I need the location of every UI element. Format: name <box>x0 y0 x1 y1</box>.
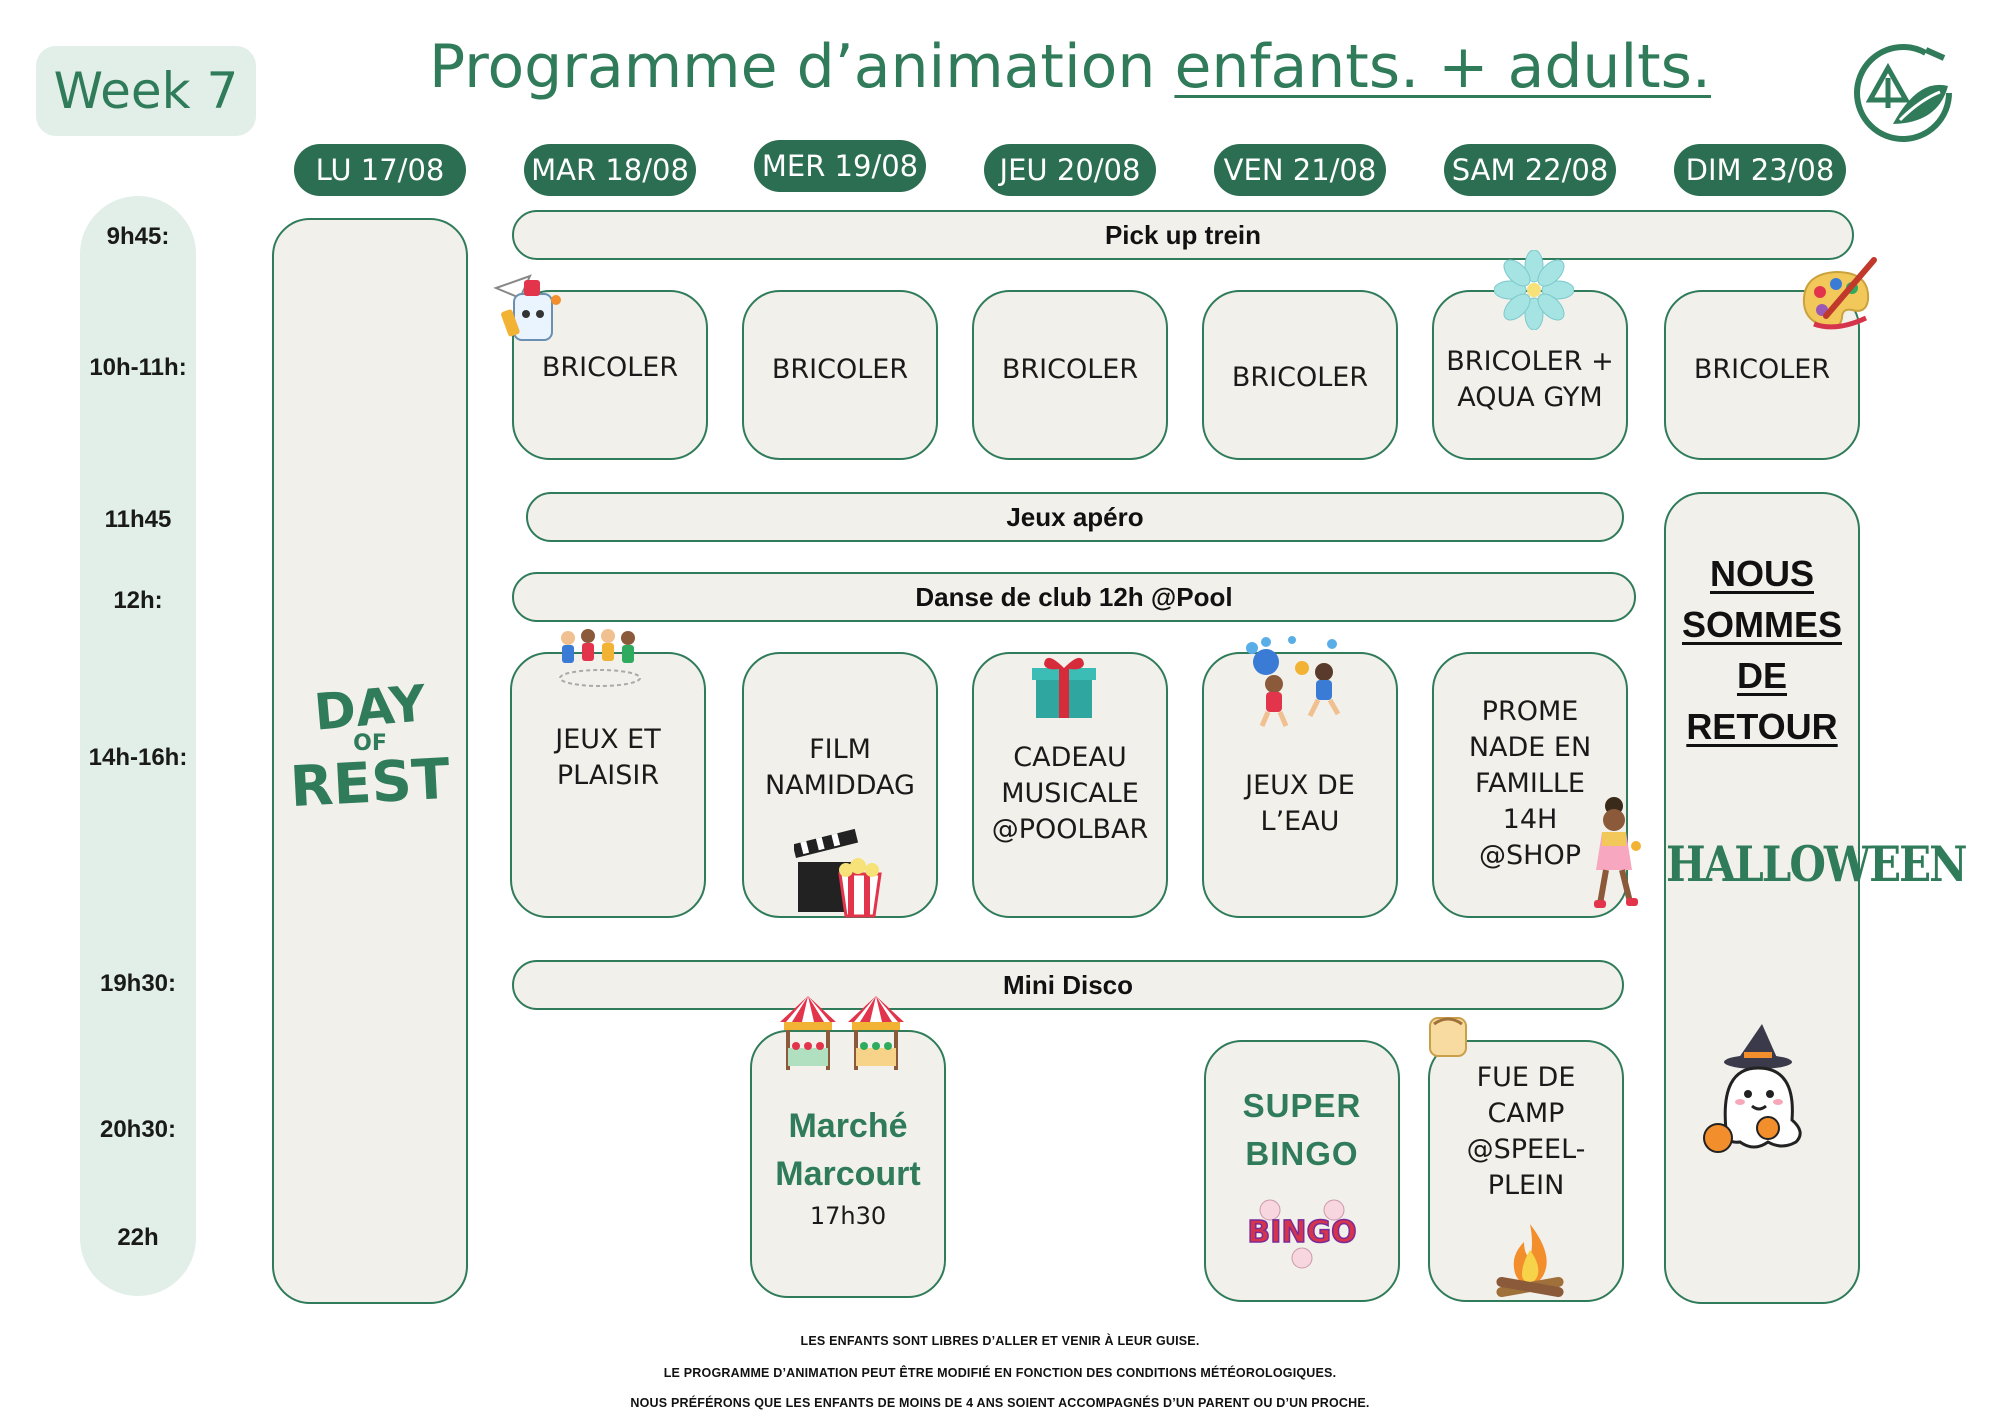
campfire-card: FUE DE CAMP @SPEEL- PLEIN <box>1428 1040 1624 1302</box>
rest-word: REST <box>288 746 452 821</box>
day-tuesday: MAR 18/08 <box>524 144 696 196</box>
morning-card-wednesday: BRICOLER <box>742 290 938 460</box>
danse-label: Danse de club 12h @Pool <box>915 581 1233 612</box>
time-label: 12h: <box>113 587 163 614</box>
day-friday: VEN 21/08 <box>1214 144 1386 196</box>
morning-card-friday: BRICOLER <box>1202 290 1398 460</box>
title-main: Programme d’animation <box>429 32 1156 102</box>
activity-text: CADEAU MUSICALE @POOLBAR <box>991 742 1149 845</box>
time-label: 11h45 <box>104 506 172 533</box>
page-title: Programme d’animation enfants. + adults. <box>420 32 1720 102</box>
glue-craft-icon <box>490 270 570 346</box>
jeux-apero-bar: Jeux apéro <box>526 492 1624 542</box>
day-sunday: DIM 23/08 <box>1674 144 1846 196</box>
activity-text: FUE DE CAMP @SPEEL- PLEIN <box>1466 1062 1586 1201</box>
activity-text: BRICOLER <box>541 352 679 383</box>
marche-card: Marché Marcourt 17h30 <box>750 1030 946 1298</box>
activity-text: BRICOLER <box>1693 354 1831 385</box>
pickup-label: Pick up trein <box>1104 219 1262 250</box>
bingo-badge-text: BINGO <box>1248 1215 1356 1250</box>
water-play-icon <box>1232 634 1356 730</box>
halloween-title: HALLOWEEN <box>1666 836 1968 893</box>
jeux-apero-label: Jeux apéro <box>1006 501 1144 532</box>
activity-text: BRICOLER <box>1231 362 1369 393</box>
afternoon-card-friday: JEUX DE L’EAU <box>1202 652 1398 918</box>
danse-bar: Danse de club 12h @Pool <box>512 572 1636 622</box>
time-label: 20h30: <box>99 1116 177 1143</box>
marche-title: Marché Marcourt <box>775 1107 921 1193</box>
activity-text: JEUX ET PLAISIR <box>555 724 661 791</box>
kids-playing-icon <box>548 626 644 692</box>
activity-text: BRICOLER + AQUA GYM <box>1446 346 1614 413</box>
sunday-return-card: NOUS SOMMES DE RETOUR HALLOWEEN <box>1664 492 1968 1304</box>
footer-note-3: NOUS PRÉFÉRONS QUE LES ENFANTS DE MOINS … <box>630 1396 1370 1410</box>
day-label: MER 19/08 <box>761 149 919 183</box>
time-column <box>80 196 196 1296</box>
day-label: VEN 21/08 <box>1223 153 1377 187</box>
walking-girl-icon <box>1584 796 1646 916</box>
pickup-bar: Pick up trein <box>512 210 1854 260</box>
day-saturday: SAM 22/08 <box>1444 144 1616 196</box>
activity-text: BRICOLER <box>1001 354 1139 385</box>
activity-text: PROME NADE EN FAMILLE 14H @SHOP <box>1468 696 1592 871</box>
day-label: LU 17/08 <box>315 153 445 187</box>
paint-palette-icon <box>1796 254 1880 338</box>
morning-card-tuesday: BRICOLER <box>512 290 708 460</box>
activity-text: FILM NAMIDDAG <box>765 734 915 801</box>
gift-icon <box>1028 650 1100 720</box>
day-label: DIM 23/08 <box>1685 153 1835 187</box>
campfire-icon <box>1488 1220 1572 1298</box>
mini-disco-bar: Mini Disco <box>512 960 1624 1010</box>
flower-icon <box>1493 249 1575 331</box>
title-underlined: enfants. + adults. <box>1174 32 1711 102</box>
week-badge: Week 7 <box>36 46 256 136</box>
day-label: JEU 20/08 <box>999 153 1141 187</box>
bingo-title: SUPER BINGO <box>1242 1087 1362 1172</box>
day-wednesday: MER 19/08 <box>754 140 926 192</box>
bingo-balls-icon: BINGO <box>1247 1196 1357 1272</box>
clapperboard-popcorn-icon <box>792 822 886 918</box>
mini-disco-label: Mini Disco <box>1002 969 1133 1000</box>
time-label: 9h45: <box>106 223 170 250</box>
day-label: SAM 22/08 <box>1451 153 1609 187</box>
day-thursday: JEU 20/08 <box>984 144 1156 196</box>
afternoon-card-saturday: PROME NADE EN FAMILLE 14H @SHOP <box>1432 652 1628 918</box>
market-stalls-icon <box>776 992 910 1076</box>
marche-time: 17h30 <box>809 1202 887 1230</box>
time-label: 19h30: <box>99 970 177 997</box>
rest-of-word: OF <box>353 731 387 756</box>
rest-day-word: DAY <box>311 674 429 742</box>
bingo-card: SUPER BINGO <box>1204 1040 1400 1302</box>
footer-note-1: LES ENFANTS SONT LIBRES D’ALLER ET VENIR… <box>800 1334 1200 1348</box>
week-label: Week 7 <box>53 62 239 120</box>
marshmallow-icon <box>1424 1010 1472 1064</box>
day-monday: LU 17/08 <box>294 144 466 196</box>
activity-text: JEUX DE L’EAU <box>1245 770 1355 837</box>
morning-card-thursday: BRICOLER <box>972 290 1168 460</box>
ghost-witch-icon <box>1696 1020 1826 1160</box>
return-heading: NOUS SOMMES DE RETOUR <box>1681 553 1842 747</box>
afternoon-card-tuesday: JEUX ET PLAISIR <box>510 652 706 918</box>
day-of-rest-logo: DAY OF REST <box>274 674 466 820</box>
footer-note-2: LE PROGRAMME D’ANIMATION PEUT ÊTRE MODIF… <box>663 1366 1337 1380</box>
monday-rest-card: DAY OF REST <box>272 218 468 1304</box>
afternoon-card-thursday: CADEAU MUSICALE @POOLBAR <box>972 652 1168 918</box>
activity-text: BRICOLER <box>771 354 909 385</box>
campsite-leaf-logo-icon <box>1848 38 1958 148</box>
time-label: 22h <box>117 1224 159 1251</box>
time-label: 14h-16h: <box>88 744 188 771</box>
time-label: 10h-11h: <box>89 354 187 381</box>
day-label: MAR 18/08 <box>531 153 689 187</box>
